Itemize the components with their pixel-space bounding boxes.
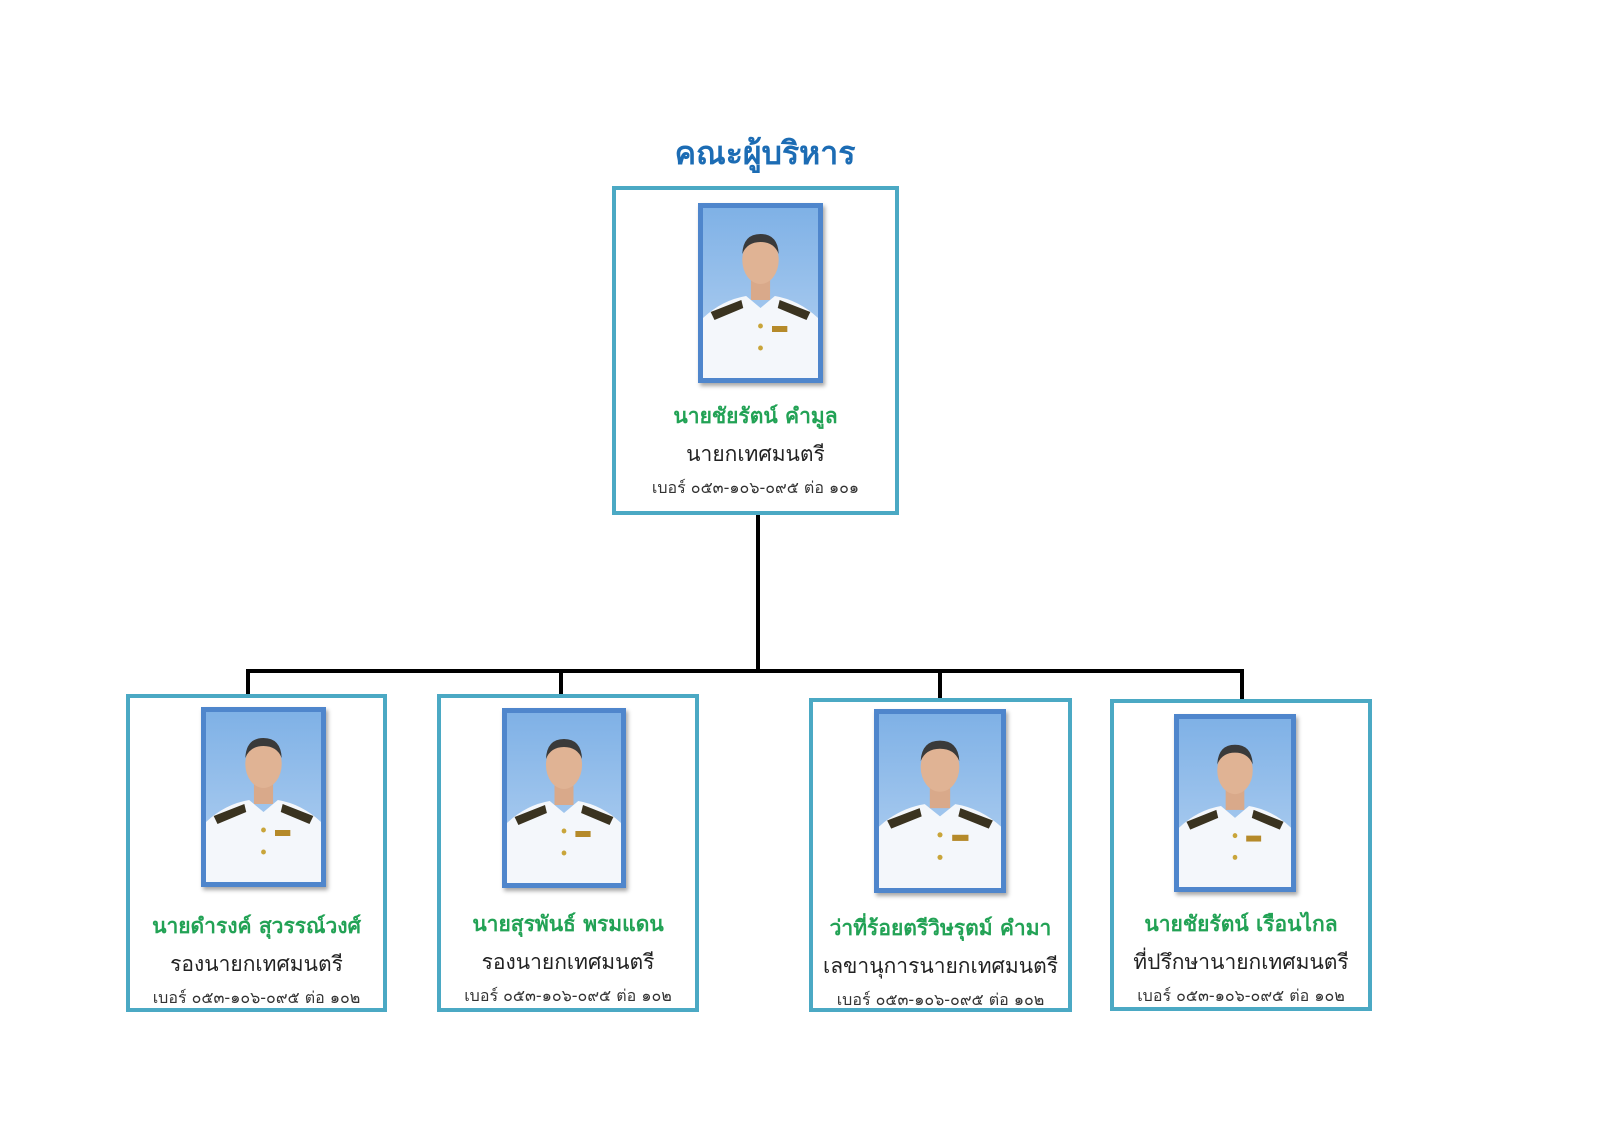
connector-line: [938, 669, 942, 699]
person-name: นายชัยรัตน์ เรือนไกล: [1144, 912, 1338, 936]
chart-title: คณะผู้บริหาร: [674, 134, 856, 172]
person-name: นายดำรงค์ สุวรรณ์วงศ์: [152, 914, 361, 938]
person-phone: เบอร์ ๐๕๓-๑๐๖-๐๙๕ ต่อ ๑๐๒: [152, 988, 361, 1007]
connector-line: [246, 669, 1244, 673]
connector-line: [756, 514, 760, 672]
connector-line: [246, 669, 250, 695]
portrait-photo: [698, 203, 823, 383]
portrait-photo: [874, 709, 1006, 893]
connector-line: [559, 669, 563, 695]
portrait-photo: [502, 708, 626, 888]
person-phone: เบอร์ ๐๕๓-๑๐๖-๐๙๕ ต่อ ๑๐๑: [651, 478, 860, 497]
person-phone: เบอร์ ๐๕๓-๑๐๖-๐๙๕ ต่อ ๑๐๒: [464, 986, 672, 1005]
person-phone: เบอร์ ๐๕๓-๑๐๖-๐๙๕ ต่อ ๑๐๒: [1137, 986, 1345, 1005]
org-node-member: นายสุรพันธ์ พรมแดน รองนายกเทศมนตรี เบอร์…: [437, 694, 699, 1012]
org-node-head: นายชัยรัตน์ คำมูล นายกเทศมนตรี เบอร์ ๐๕๓…: [612, 186, 899, 515]
portrait-photo: [201, 707, 326, 887]
org-node-member: นายดำรงค์ สุวรรณ์วงศ์ รองนายกเทศมนตรี เบ…: [126, 694, 387, 1012]
org-node-member: นายชัยรัตน์ เรือนไกล ที่ปรึกษานายกเทศมนต…: [1110, 699, 1372, 1011]
org-node-member: ว่าที่ร้อยตรีวิษรุตม์ คำมา เลขานุการนายก…: [809, 698, 1072, 1012]
person-phone: เบอร์ ๐๕๓-๑๐๖-๐๙๕ ต่อ ๑๐๒: [836, 990, 1045, 1009]
person-role: นายกเทศมนตรี: [686, 442, 825, 466]
person-role: รองนายกเทศมนตรี: [481, 950, 655, 974]
person-role: เลขานุการนายกเทศมนตรี: [823, 954, 1058, 978]
person-name: นายชัยรัตน์ คำมูล: [673, 404, 838, 428]
person-name: นายสุรพันธ์ พรมแดน: [472, 912, 664, 936]
person-role: ที่ปรึกษานายกเทศมนตรี: [1133, 950, 1349, 974]
connector-line: [1240, 669, 1244, 700]
person-name: ว่าที่ร้อยตรีวิษรุตม์ คำมา: [829, 916, 1052, 940]
portrait-photo: [1174, 714, 1296, 892]
person-role: รองนายกเทศมนตรี: [170, 952, 343, 976]
